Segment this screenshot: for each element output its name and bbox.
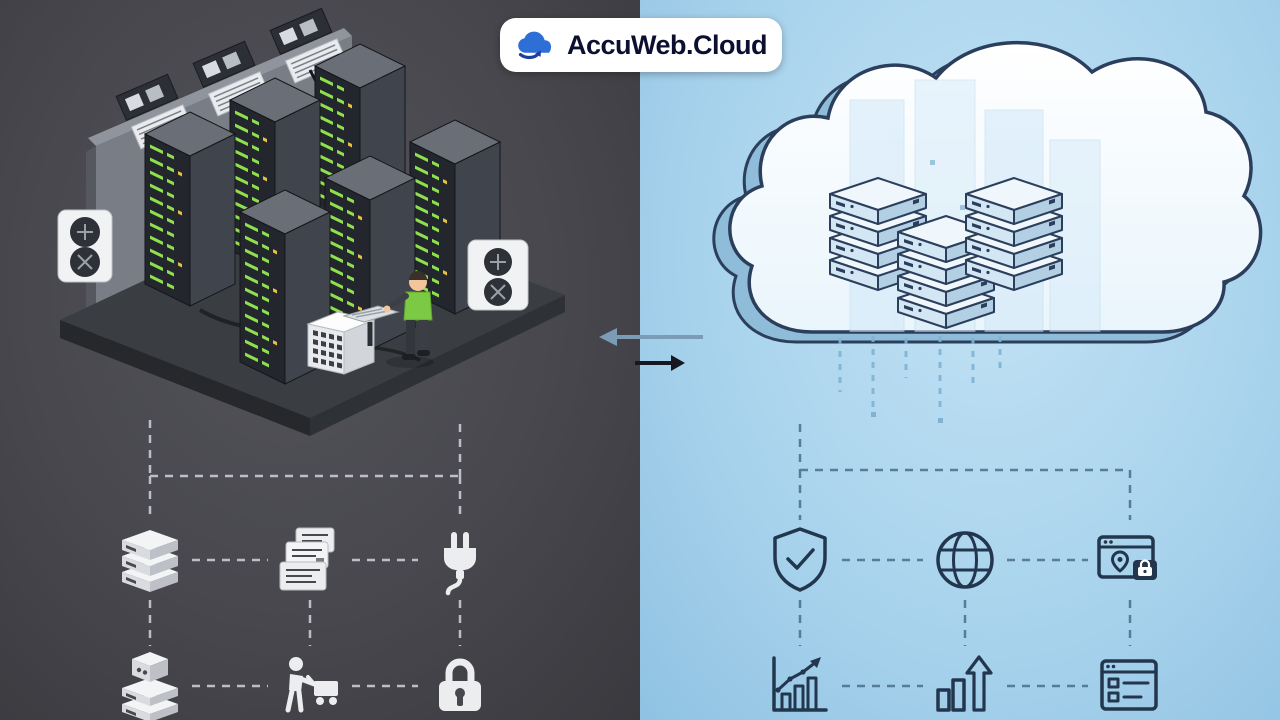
padlock-icon <box>422 648 498 720</box>
server-room-illustration <box>57 7 565 436</box>
cooling-unit <box>467 239 529 311</box>
cloud-server-stack <box>965 177 1063 291</box>
technician <box>383 271 433 360</box>
cloud-arrow-icon <box>518 31 552 59</box>
on-premise-panel <box>0 0 640 720</box>
secure-browser-icon <box>1092 522 1168 598</box>
data-dot <box>960 205 965 210</box>
server-rack <box>145 112 235 306</box>
data-dot <box>938 418 943 423</box>
arrow-left-icon <box>599 328 703 346</box>
documents-icon <box>272 522 348 598</box>
ac-unit <box>192 40 271 117</box>
migration-arrows <box>599 328 703 371</box>
globe-icon <box>927 522 1003 598</box>
logo-text: AccuWeb.Cloud <box>566 29 768 60</box>
server-stack-icon <box>112 522 188 598</box>
shadow <box>386 356 434 368</box>
growth-chart-icon <box>762 648 838 720</box>
server-hardware-icon <box>112 648 188 720</box>
person-cart-icon <box>272 648 348 720</box>
bar-chart-up-icon <box>927 648 1003 720</box>
cooling-unit <box>57 209 113 283</box>
shield-check-icon <box>762 522 838 598</box>
cloud-interior <box>829 79 1101 332</box>
browser-list-icon <box>1092 648 1168 720</box>
data-stream <box>838 336 1002 412</box>
cloud-panel <box>640 0 1280 720</box>
data-dot <box>930 160 935 165</box>
vent-grid-unit <box>306 311 376 375</box>
arrow-right-icon <box>635 355 685 371</box>
data-dot <box>871 412 876 417</box>
power-plug-icon <box>422 522 498 598</box>
cloud-illustration <box>712 41 1263 423</box>
logo-badge: AccuWeb.Cloud <box>500 18 782 72</box>
